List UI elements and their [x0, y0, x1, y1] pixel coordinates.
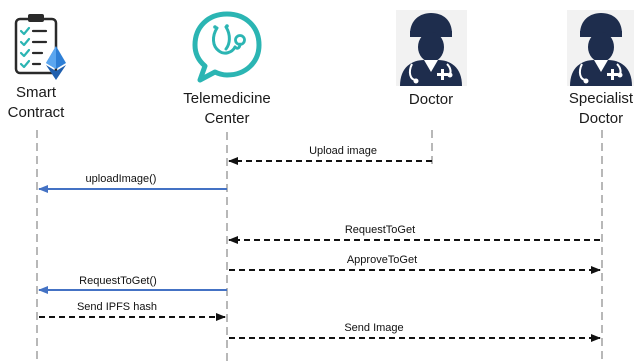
message-label: ApproveToGet — [346, 254, 418, 266]
message-label: RequestToGet() — [79, 275, 157, 287]
participant-label-specialist-doctor: Specialist Doctor — [569, 89, 633, 129]
participant-label-line: Telemedicine — [183, 90, 271, 107]
checklist-ethereum-icon — [14, 14, 66, 80]
telemedicine-chat-icon — [192, 11, 262, 83]
participant-label-line: Doctor — [408, 91, 454, 108]
participant-label-line: Specialist — [568, 90, 634, 107]
doctor-icon — [396, 10, 467, 86]
message-label: Send Image — [344, 322, 404, 334]
specialist-doctor-icon — [567, 10, 634, 86]
message-label: uploadImage() — [85, 173, 157, 185]
participant-label-line: Center — [204, 110, 250, 127]
message-label: Upload image — [309, 145, 377, 157]
message-label: RequestToGet — [344, 224, 416, 236]
message-label: Send IPFS hash — [76, 301, 158, 313]
participant-label-telemedicine-center: Telemedicine Center — [183, 89, 271, 129]
participant-label-line: Contract — [7, 104, 65, 121]
participant-label-smart-contract: Smart Contract — [8, 83, 65, 123]
participant-label-line: Doctor — [578, 110, 624, 127]
participant-label-line: Smart — [15, 84, 57, 101]
participant-label-doctor: Doctor — [409, 90, 453, 110]
